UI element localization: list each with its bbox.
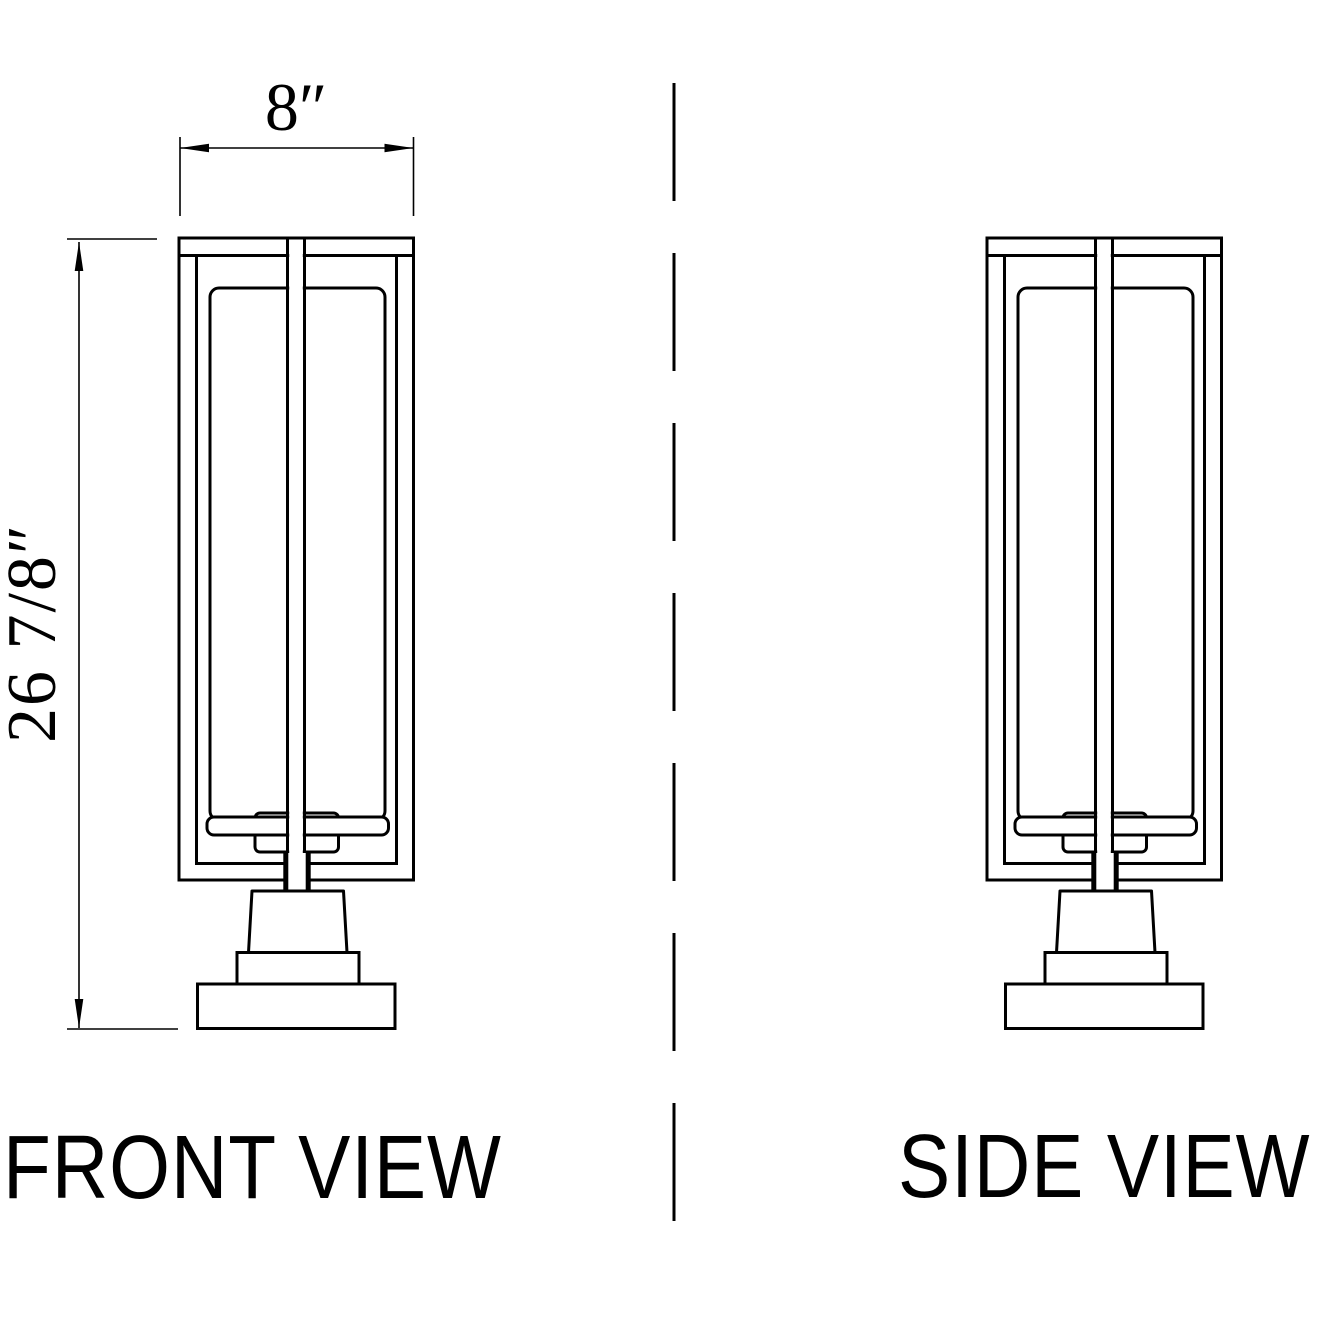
width-dimension: 8″ (179, 69, 415, 216)
arrow-right-icon (384, 143, 414, 153)
arrow-left-icon (180, 143, 209, 153)
height-dimension: 26 7/8″ (0, 238, 178, 1030)
arrow-up-icon (74, 242, 84, 271)
side-view-label: SIDE VIEW (898, 1116, 1310, 1216)
arrow-down-icon (74, 999, 84, 1028)
side-view-drawing (987, 238, 1222, 1029)
height-dimension-text: 26 7/8″ (0, 523, 71, 743)
width-dimension-text: 8″ (265, 69, 327, 145)
front-view-drawing (179, 238, 414, 1029)
front-view-label: FRONT VIEW (3, 1117, 502, 1217)
